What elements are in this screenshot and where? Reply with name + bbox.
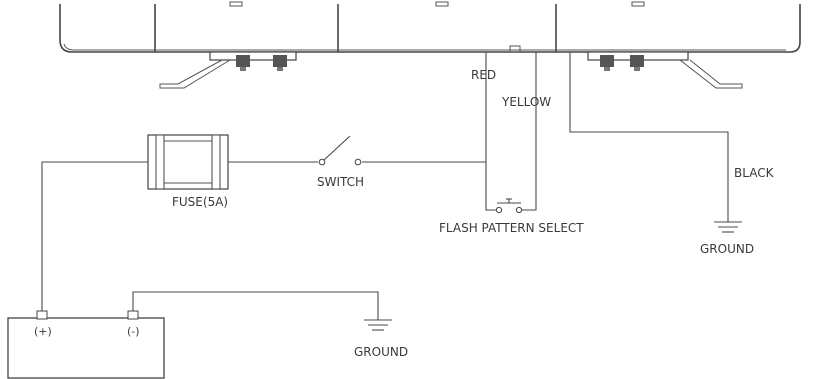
switch-label: SWITCH xyxy=(317,175,364,189)
switch xyxy=(318,135,362,166)
negative-wire xyxy=(132,291,379,320)
battery-positive-label: (+) xyxy=(34,325,52,338)
yellow-label: YELLOW xyxy=(501,95,551,109)
ground-symbol-bottom xyxy=(364,319,392,331)
black-wire xyxy=(569,52,729,222)
fuse-label: FUSE(5A) xyxy=(172,195,228,209)
positive-wire xyxy=(41,161,148,312)
red-label: RED xyxy=(471,68,496,82)
black-label: BLACK xyxy=(734,166,775,180)
flash-pattern-select-button xyxy=(495,198,523,214)
fuse xyxy=(147,134,229,190)
ground-label-bottom: GROUND xyxy=(354,345,408,359)
ground-symbol-right xyxy=(714,221,742,233)
left-mount-bracket xyxy=(159,51,297,89)
battery-negative-label: (-) xyxy=(127,325,140,338)
light-bar xyxy=(59,1,801,53)
red-wire xyxy=(485,52,496,211)
right-mount-bracket xyxy=(587,51,743,89)
battery xyxy=(7,310,165,379)
yellow-wire xyxy=(522,52,537,211)
flash-pattern-select-label: FLASH PATTERN SELECT xyxy=(439,221,584,235)
ground-label-right: GROUND xyxy=(700,242,754,256)
